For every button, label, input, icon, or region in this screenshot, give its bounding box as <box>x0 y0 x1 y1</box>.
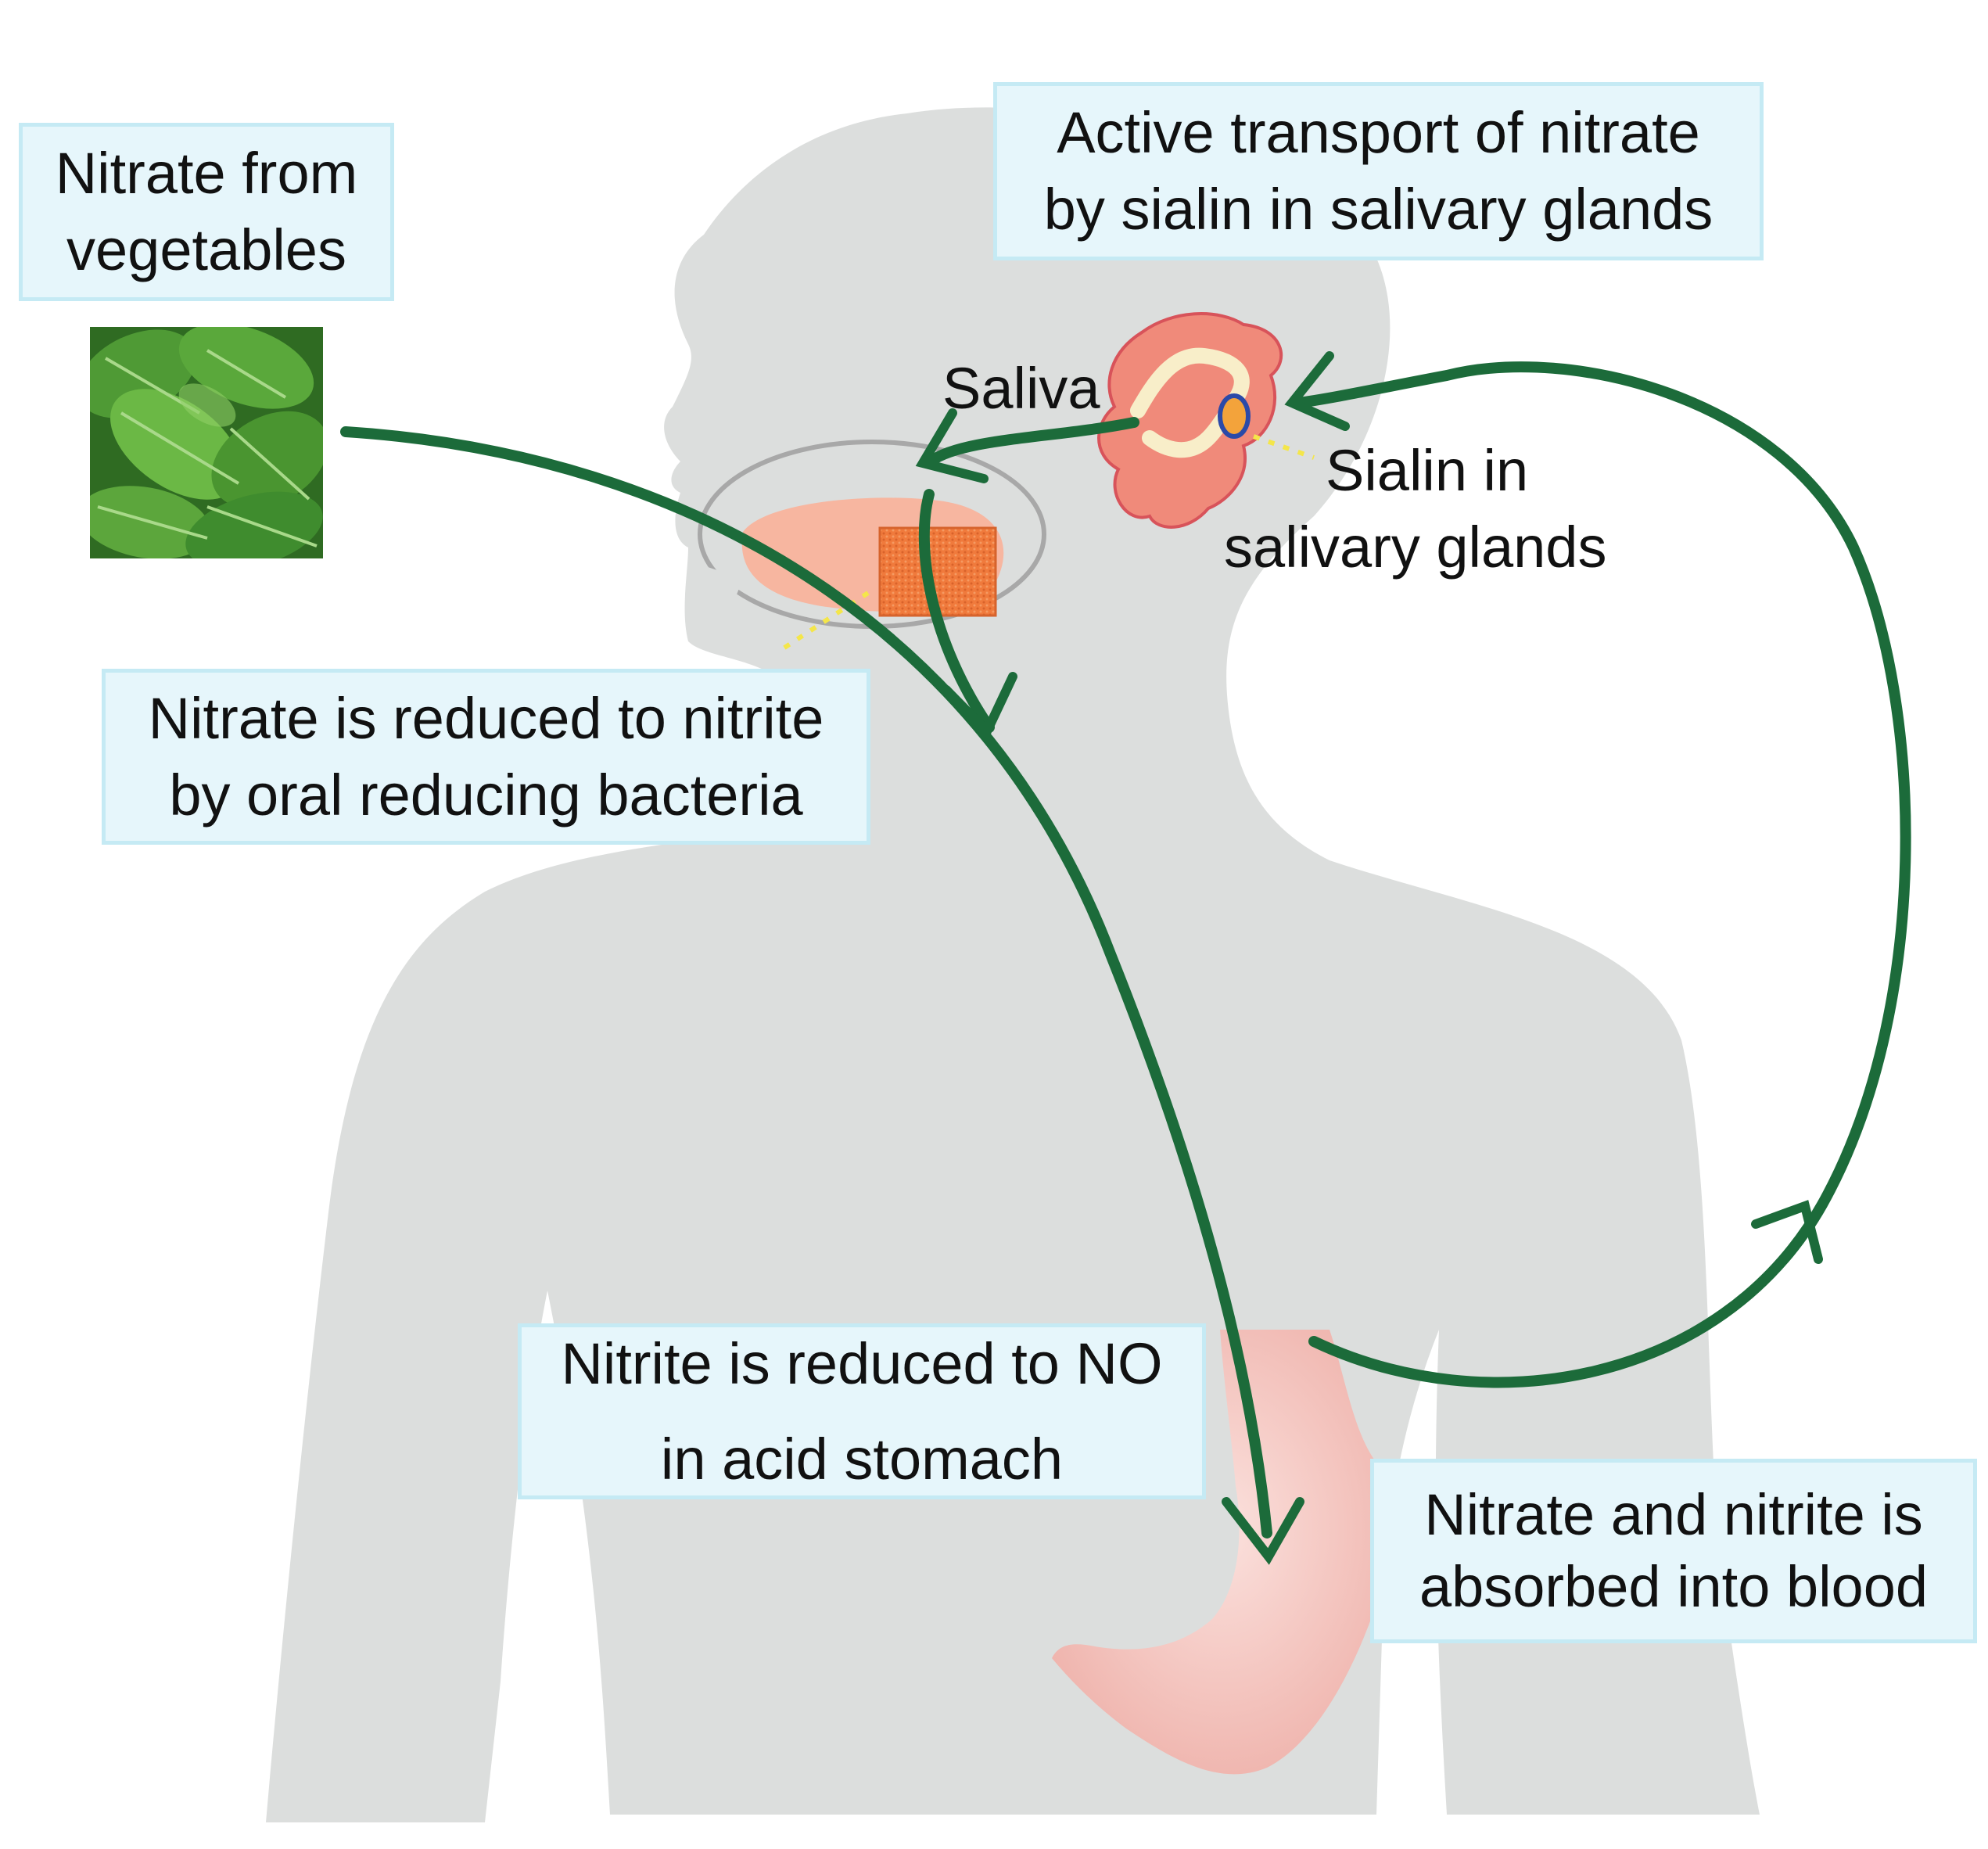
label-line: vegetables <box>66 217 346 282</box>
arrow-mouth-swallow <box>918 489 995 733</box>
sialin-marker <box>1218 393 1251 439</box>
arrowhead-stomach <box>1222 1497 1304 1565</box>
label-line: Nitrate and nitrite is <box>1424 1482 1923 1547</box>
label-line: salivary glands <box>1224 515 1607 580</box>
vegetables-photo <box>90 327 323 558</box>
label-oral-reduction: Nitrate is reduced to nitrite by oral re… <box>102 669 870 845</box>
arrow-blood-to-gland <box>1293 361 1911 1388</box>
arrowhead-mouth <box>915 408 989 483</box>
label-stomach-reduction: Nitrite is reduced to NO in acid stomach <box>518 1323 1206 1499</box>
salivary-duct <box>1130 347 1250 458</box>
label-nitrate-from-vegetables: Nitrate from vegetables <box>19 123 394 301</box>
label-line: Nitrate is reduced to nitrite <box>148 685 824 751</box>
label-line: Active transport of nitrate <box>1057 100 1700 165</box>
arrowhead-swallow <box>942 672 1017 740</box>
arrowhead-upward <box>1751 1200 1823 1264</box>
label-line: absorbed into blood <box>1419 1554 1929 1619</box>
label-absorption: Nitrate and nitrite is absorbed into blo… <box>1370 1459 1977 1643</box>
label-saliva: Saliva <box>942 356 1100 421</box>
stomach <box>1052 1330 1391 1775</box>
label-active-transport: Active transport of nitrate by sialin in… <box>993 82 1764 260</box>
arrowhead-gland <box>1284 351 1350 431</box>
label-line: Nitrate from <box>55 141 358 206</box>
label-line: by sialin in salivary glands <box>1043 177 1713 242</box>
label-sialin-in-salivary-glands: Sialin in salivary glands <box>1224 433 1606 586</box>
arrow-saliva-to-mouth <box>925 417 1139 467</box>
label-line: by oral reducing bacteria <box>169 762 803 828</box>
label-line: Nitrite is reduced to NO <box>561 1330 1163 1396</box>
sialin-pointer-dots <box>1253 434 1315 460</box>
label-line: Sialin in <box>1326 438 1529 503</box>
chin-gap <box>688 563 743 618</box>
label-line: in acid stomach <box>660 1426 1064 1492</box>
spinach-leaves-image <box>90 327 323 558</box>
arrow-vegetables-to-stomach <box>340 426 1272 1538</box>
